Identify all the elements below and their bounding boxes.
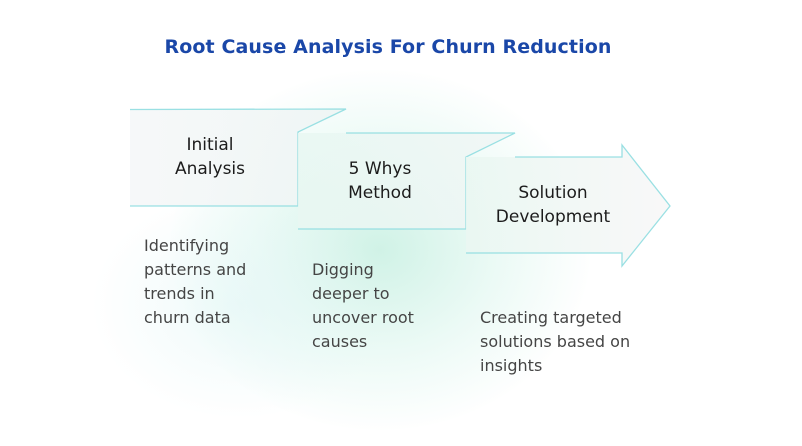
step-3-description: Creating targeted solutions based on ins… — [480, 306, 630, 378]
step-1-label-line: Analysis — [174, 159, 246, 179]
diagram-title: Root Cause Analysis For Churn Reduction — [164, 36, 612, 58]
step-2-description-line: deeper to — [312, 284, 390, 303]
step-1-outline — [129, 108, 347, 207]
step-2-description-line: uncover root — [312, 308, 414, 327]
step-2-description-line: causes — [312, 332, 368, 351]
step-2-label-line: Method — [348, 183, 412, 203]
step-2-label-line: 5 Whys — [348, 159, 412, 179]
step-1-label-line: Initial — [186, 135, 234, 155]
step-1-description-line: patterns and — [144, 260, 247, 279]
step-1-description-line: churn data — [144, 308, 231, 327]
step-3-description-line: Creating targeted — [480, 308, 622, 327]
step-3-description-line: insights — [480, 356, 543, 375]
step-1-description-line: Identifying — [144, 236, 230, 255]
step-1-label: Initial Analysis — [140, 133, 280, 181]
step-3-label-line: Solution — [518, 183, 588, 203]
step-2-shape — [298, 133, 515, 229]
step-3-label-line: Development — [495, 207, 611, 227]
step-2-description-line: Digging — [312, 260, 374, 279]
step-2-description: Digging deeper to uncover root causes — [312, 258, 414, 354]
step-3-outline — [466, 143, 671, 268]
step-2-label: 5 Whys Method — [310, 157, 450, 205]
step-3-shape — [466, 145, 670, 266]
step-1-description-line: trends in — [144, 284, 215, 303]
step-1-shape — [130, 109, 346, 206]
step-3-label: Solution Development — [478, 181, 628, 229]
step-1-description: Identifying patterns and trends in churn… — [144, 234, 246, 330]
step-3-description-line: solutions based on — [480, 332, 631, 351]
